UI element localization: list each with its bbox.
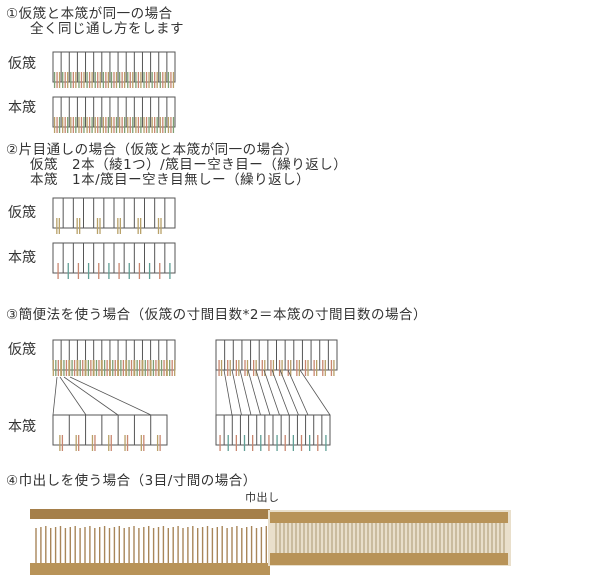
threading-guide-line	[59, 376, 87, 416]
section2-label-temp-reed: 仮筬	[8, 205, 36, 221]
section4-photo-label: 巾出し	[245, 491, 280, 504]
assembled-reed-top-bar	[270, 512, 508, 523]
threading-guide-line	[299, 369, 331, 416]
section3-label-temp-reed: 仮筬	[8, 342, 36, 358]
section1-label-temp-reed: 仮筬	[8, 56, 36, 72]
section2-title: ②片目通しの場合（仮筬と本筬が同一の場合）	[6, 142, 299, 158]
section2-line2: 本筬 1本/筬目ー空き目無しー（繰り返し）	[30, 172, 311, 188]
section4-title: ④巾出しを使う場合（3目/寸間の場合）	[6, 473, 257, 489]
reed-bottom-bar-photo	[30, 563, 270, 575]
threading-guide-line	[263, 369, 280, 416]
threading-guide-line	[69, 376, 152, 416]
section1-label-main-reed: 本筬	[8, 100, 36, 116]
section2-line1: 仮筬 2本（綾1つ）/筬目ー空き目ー（繰り返し）	[30, 157, 348, 173]
main-reed-3a	[52, 414, 168, 446]
threading-guide-line	[239, 369, 252, 416]
section3-label-main-reed: 本筬	[8, 419, 36, 435]
threading-guide-line	[63, 376, 119, 416]
section1-subtitle: 全く同じ通し方をします	[30, 21, 184, 37]
threading-guide-line	[271, 369, 290, 416]
section1-title: ①仮筬と本筬が同一の場合	[6, 6, 173, 22]
threading-guide-line	[247, 369, 261, 416]
threading-guide-line	[287, 369, 309, 416]
section2-label-main-reed: 本筬	[8, 250, 36, 266]
assembled-reed-bottom-bar	[270, 553, 508, 565]
threading-guide-line	[223, 369, 233, 416]
temp-reed-3a	[52, 339, 176, 371]
reed-top-bar-photo	[30, 509, 270, 519]
section3-title: ③簡便法を使う場合（仮筬の寸間目数*2＝本筬の寸間目数の場合）	[6, 307, 427, 323]
threading-guide-line	[231, 369, 242, 416]
threading-guide-line	[52, 376, 58, 416]
threading-guide-line	[255, 369, 271, 416]
threading-guide-line	[279, 369, 299, 416]
